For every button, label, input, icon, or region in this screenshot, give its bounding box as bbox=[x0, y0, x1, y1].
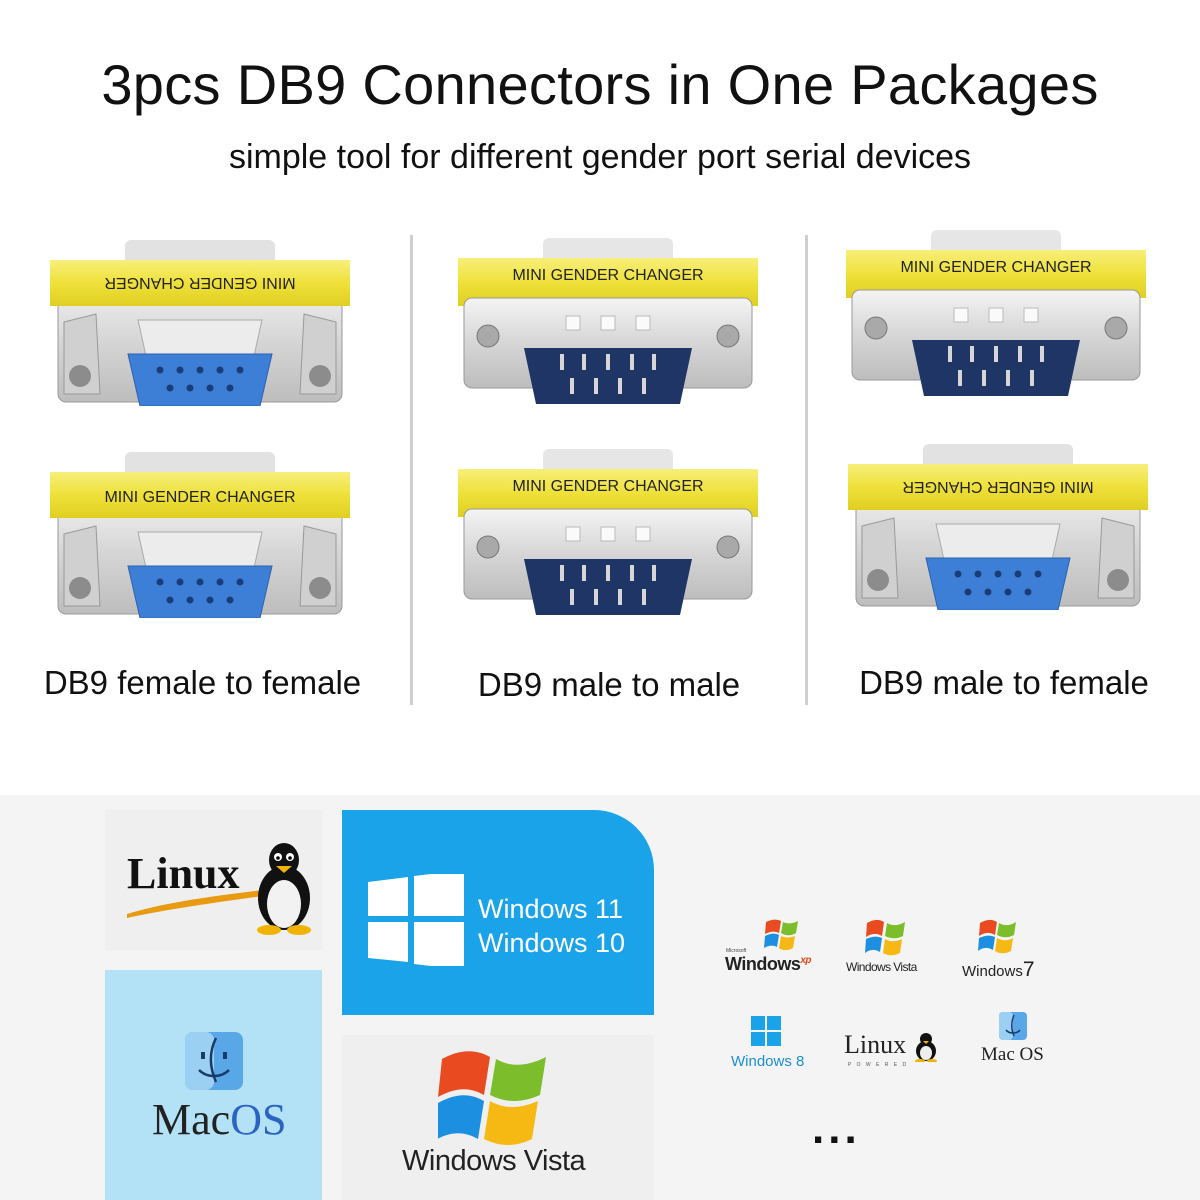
xp-windows-label: Windows bbox=[725, 954, 801, 974]
connector-male-male-top: MINI GENDER CHANGER bbox=[458, 236, 758, 406]
connector-label: MINI GENDER CHANGER bbox=[104, 489, 295, 506]
column-divider-1 bbox=[410, 235, 413, 705]
column-divider-2 bbox=[805, 235, 808, 705]
connector-male-female-top: MINI GENDER CHANGER bbox=[846, 228, 1146, 398]
windows-flag-icon bbox=[438, 1051, 546, 1145]
xp-microsoft-label: Microsoft bbox=[726, 948, 747, 954]
page-title: 3pcs DB9 Connectors in One Packages bbox=[101, 53, 1099, 116]
connector-male-female-bottom: MINI GENDER CHANGER bbox=[848, 440, 1148, 611]
connector-female-female-top: MINI GENDER CHANGER bbox=[50, 236, 350, 407]
linux-tile: Linux bbox=[105, 810, 322, 950]
vista-windows-label: Windows bbox=[402, 1145, 517, 1177]
windows-7-logo: Windows7 bbox=[960, 918, 1050, 981]
windows-vista-tile: Windows Vista bbox=[342, 1035, 654, 1200]
caption-male-to-male: DB9 male to male bbox=[477, 666, 741, 703]
connector-male-male-bottom: MINI GENDER CHANGER bbox=[458, 447, 758, 617]
more-ellipsis: ... bbox=[812, 1104, 861, 1153]
mac-label: Mac bbox=[152, 1095, 231, 1144]
connector-label: MINI GENDER CHANGER bbox=[104, 274, 295, 291]
macos-small-logo: Mac OS bbox=[975, 1012, 1055, 1072]
linux-swoosh-icon bbox=[127, 888, 279, 918]
win7-number: 7 bbox=[1022, 958, 1035, 981]
connector-female-female-bottom: MINI GENDER CHANGER bbox=[50, 448, 350, 619]
connector-label: MINI GENDER CHANGER bbox=[900, 259, 1091, 276]
linux-small-logo: Linux P O W E R E D bbox=[842, 1030, 942, 1075]
caption-male-to-female: DB9 male to female bbox=[859, 664, 1149, 701]
windows-10-11-tile: Windows 11 Windows 10 bbox=[342, 810, 654, 1015]
mac-finder-icon bbox=[185, 1032, 243, 1090]
windows-8-logo: Windows 8 bbox=[727, 1016, 817, 1076]
windows-vista-small-logo: Windows Vista bbox=[845, 918, 935, 978]
linux-small-label: Linux bbox=[844, 1030, 907, 1059]
win8-label: Windows 8 bbox=[731, 1053, 805, 1070]
macos-small-label: Mac OS bbox=[981, 1044, 1044, 1065]
page-subtitle: simple tool for different gender port se… bbox=[228, 138, 972, 176]
caption-female-to-female: DB9 female to female bbox=[43, 664, 362, 701]
windows-11-label: Windows 11 bbox=[478, 894, 624, 924]
windows-10-label: Windows 10 bbox=[478, 928, 626, 958]
macos-tile: MacOS bbox=[105, 970, 322, 1200]
linux-label: Linux bbox=[127, 849, 240, 898]
tux-penguin-icon bbox=[257, 843, 311, 935]
mac-finder-small-icon bbox=[999, 1012, 1027, 1040]
vista-small-label: Windows Vista bbox=[846, 960, 917, 974]
windows-7-flag-icon bbox=[978, 919, 1016, 954]
linux-powered-label: P O W E R E D bbox=[848, 1062, 909, 1068]
vista-label: Vista bbox=[523, 1145, 586, 1177]
windows-xp-logo: Microsoft Windowsxp bbox=[722, 918, 822, 978]
win7-label: Windows bbox=[962, 963, 1023, 980]
windows-vista-small-flag-icon bbox=[865, 919, 905, 956]
windows-8-tiles-icon bbox=[751, 1016, 781, 1046]
xp-label: xp bbox=[800, 955, 812, 966]
windows-logo-icon bbox=[368, 874, 464, 966]
tux-small-icon bbox=[915, 1033, 937, 1062]
os-label: OS bbox=[230, 1095, 287, 1144]
connector-label: MINI GENDER CHANGER bbox=[512, 478, 703, 495]
connector-label: MINI GENDER CHANGER bbox=[512, 267, 703, 284]
windows-xp-flag-icon bbox=[764, 919, 798, 950]
connector-label: MINI GENDER CHANGER bbox=[902, 478, 1093, 495]
